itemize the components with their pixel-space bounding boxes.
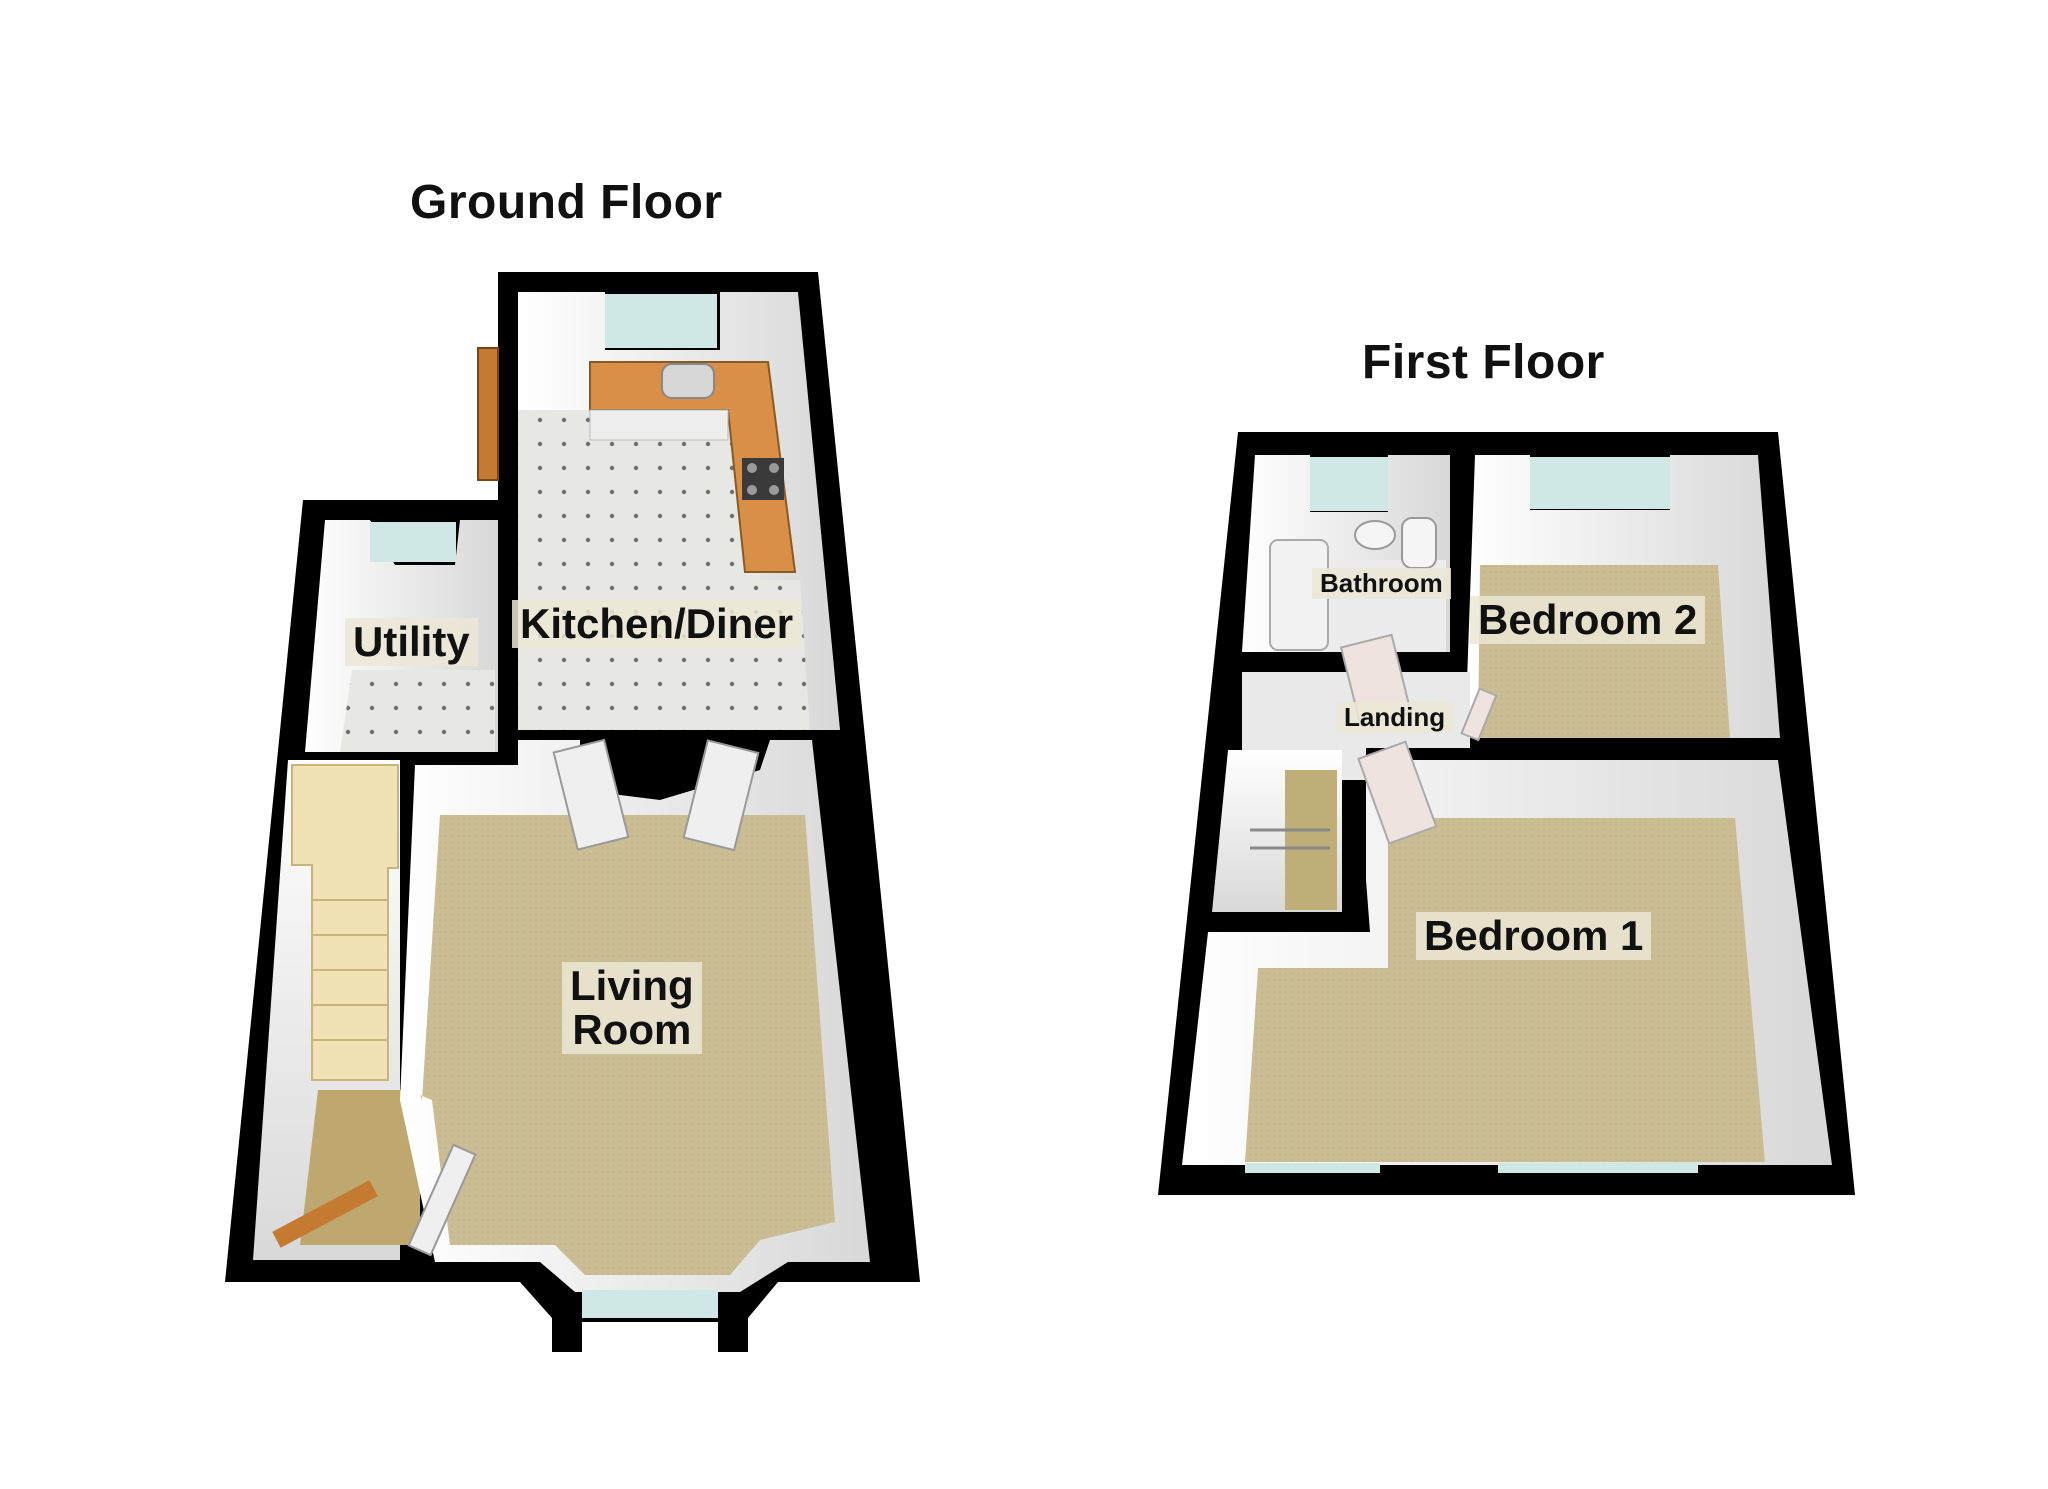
utility-floor	[340, 670, 495, 752]
kitchen-hob	[742, 458, 784, 500]
bedroom-2-floor	[1478, 565, 1730, 738]
bedroom-1-window-right	[1498, 1163, 1698, 1173]
basin	[1354, 520, 1396, 550]
room-label-utility: Utility	[345, 618, 478, 667]
utility-window	[370, 522, 456, 562]
bedroom-2-door	[1460, 687, 1498, 742]
bay-window	[582, 1290, 718, 1318]
first-floor-title: First Floor	[1362, 336, 1605, 389]
room-label-living-room: Living Room	[562, 962, 702, 1055]
bedroom-2-window	[1530, 457, 1670, 509]
stairs	[291, 764, 399, 1081]
bedroom-1-window-left	[1245, 1163, 1380, 1173]
kitchen-window	[605, 294, 717, 348]
room-label-bedroom-2: Bedroom 2	[1470, 596, 1706, 645]
bedroom-1-floor	[1245, 818, 1765, 1162]
bedroom-1-door	[1357, 740, 1438, 845]
hall-door	[407, 1143, 477, 1257]
room-label-landing: Landing	[1336, 702, 1454, 734]
front-door	[272, 1180, 378, 1248]
ground-floor-plan	[225, 272, 920, 1352]
room-label-kitchen-diner: Kitchen/Diner	[512, 600, 802, 649]
living-door-right	[682, 739, 760, 852]
first-floor-plan	[1158, 432, 1855, 1195]
toilet	[1401, 517, 1437, 569]
kitchen-units	[589, 409, 729, 441]
room-label-bathroom: Bathroom	[1312, 568, 1451, 600]
bathroom-window	[1310, 457, 1388, 511]
cupboard-floor	[1285, 770, 1337, 910]
kitchen-back-door	[477, 347, 499, 481]
kitchen-sink	[661, 363, 715, 399]
ground-floor-title: Ground Floor	[410, 176, 723, 229]
room-label-bedroom-1: Bedroom 1	[1416, 912, 1652, 961]
living-door-left	[552, 738, 630, 851]
